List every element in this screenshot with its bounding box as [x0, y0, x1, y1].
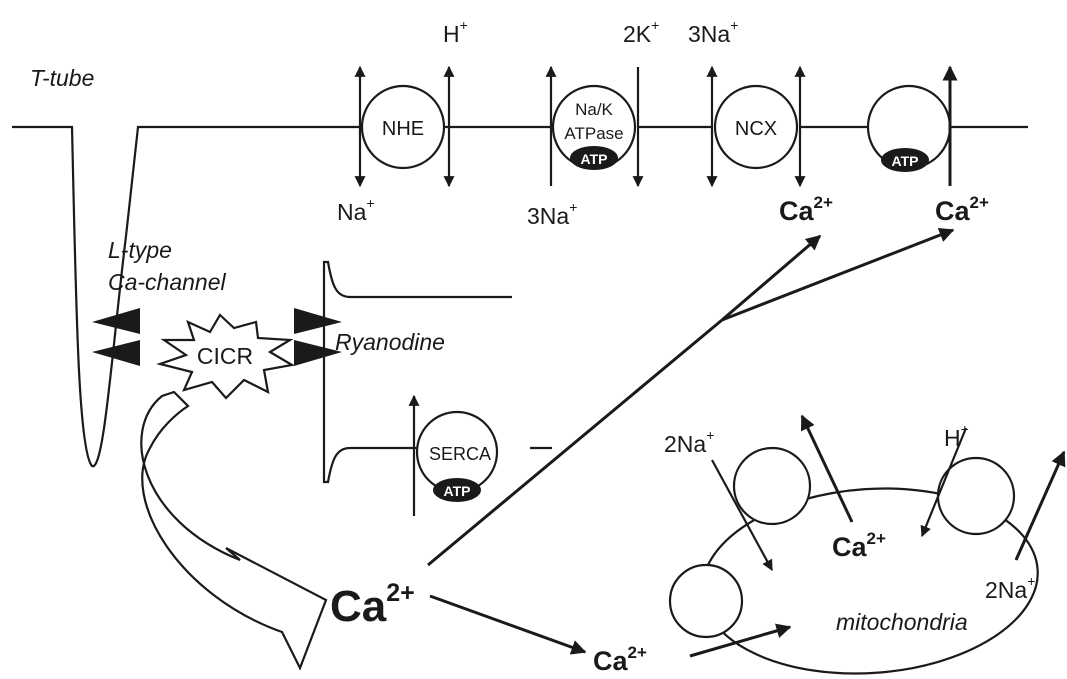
mito-ca-out-arrow: [800, 414, 854, 523]
ca-to-pmca-arrow: [427, 318, 723, 567]
na-ion-nhe: Na+: [337, 195, 375, 225]
ca-ion-ncx: Ca2+: [779, 193, 833, 226]
mito-na-in-arrow: [711, 459, 773, 571]
na2-ion-mito-right: 2Na+: [985, 573, 1035, 603]
atp-label: ATP: [892, 153, 919, 169]
ca-ion-bottom: Ca2+: [593, 643, 647, 676]
ca-branch-pmca-arrow: [721, 227, 955, 322]
na-k-label-line2: ATPase: [564, 124, 623, 143]
ncx-label: NCX: [735, 118, 777, 140]
mito-na-out-arrow: [1014, 450, 1066, 561]
atp-label: ATP: [444, 483, 471, 499]
h-ion-mito: H+: [944, 421, 969, 451]
atp-badge: [881, 148, 929, 172]
ca-ion-mito: Ca2+: [832, 529, 886, 562]
mito-exchanger-left: [732, 446, 812, 526]
h-ion-top: H+: [443, 17, 468, 47]
atp-label: ATP: [581, 151, 608, 167]
ca-to-ncx-arrow: [721, 234, 822, 322]
atp-badge: [433, 478, 481, 502]
t-tube-label: T-tube: [30, 65, 94, 91]
atp-badge: [570, 146, 618, 170]
serca-label: SERCA: [429, 444, 491, 464]
l-type-channel-wedge-lower: [92, 340, 140, 366]
ryanodine-label: Ryanodine: [335, 329, 445, 355]
l-type-channel-wedge-upper: [92, 308, 140, 334]
sarcoplasmic-reticulum-outline: [322, 260, 512, 484]
na3-ion-bottom: 3Na+: [527, 199, 577, 229]
nhe-label: NHE: [382, 118, 424, 140]
ca-into-mito-arrow: [689, 623, 792, 658]
na-k-label-line1: Na/K: [575, 100, 613, 119]
cicr-release-arrow: [140, 390, 328, 671]
ca-ion-pmca: Ca2+: [935, 193, 989, 226]
l-type-label: L-type: [108, 237, 172, 263]
mito-h-in-arrow: [920, 427, 968, 538]
na2-ion-mito-left: 2Na+: [664, 427, 714, 457]
cicr-starburst: [156, 313, 296, 400]
mito-uniporter: [668, 563, 744, 639]
k2-ion-top: 2K+: [623, 17, 659, 47]
sarcolemma-membrane: [12, 125, 362, 468]
cicr-label: CICR: [197, 343, 253, 369]
ca-ion-center: Ca2+: [330, 579, 415, 631]
ryanodine-wedge-upper: [294, 308, 342, 334]
mitochondria-label: mitochondria: [836, 609, 968, 635]
ryanodine-wedge-lower: [294, 340, 342, 366]
ca-to-mito-arrow: [429, 594, 587, 655]
ca-channel-label: Ca-channel: [108, 269, 227, 295]
na3-ion-top: 3Na+: [688, 17, 738, 47]
